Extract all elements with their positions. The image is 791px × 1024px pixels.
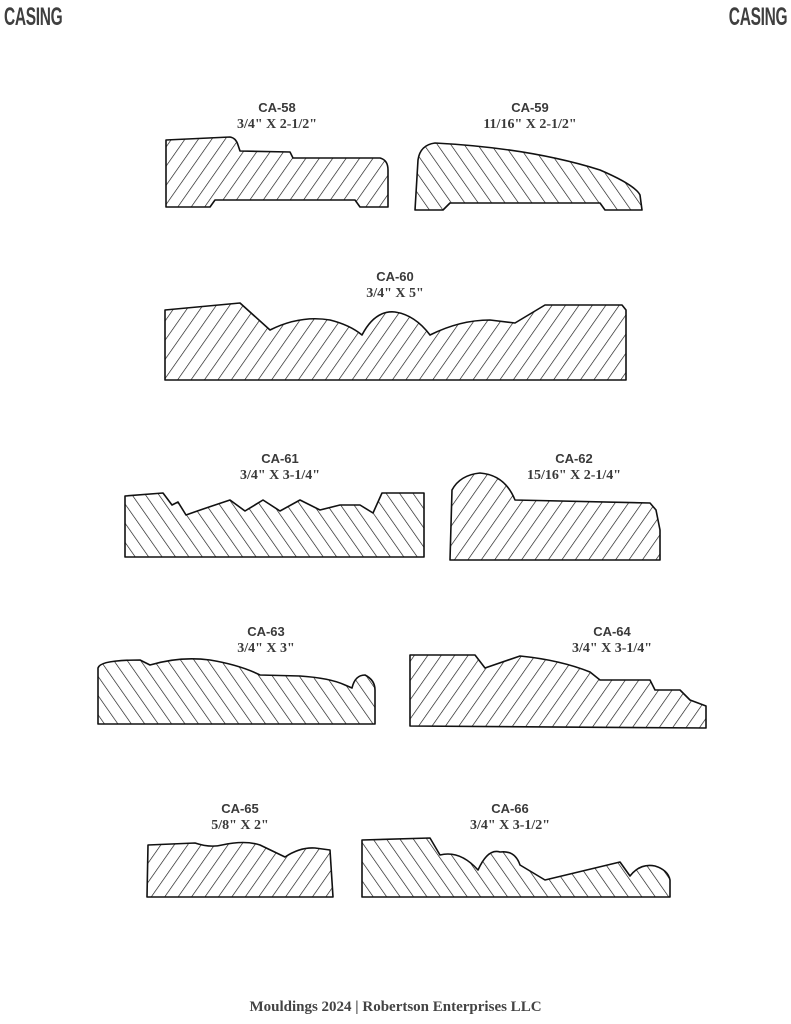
profile-ca-64-drawing (409, 654, 707, 729)
profile-ca-63-label: CA-63 3/4" X 3" (146, 623, 386, 658)
profile-ca-66-label: CA-66 3/4" X 3-1/2" (390, 800, 630, 835)
profile-size: 15/16" X 2-1/4" (526, 468, 622, 483)
profile-code: CA-66 (491, 801, 529, 816)
profile-size: 3/4" X 2-1/2" (236, 117, 318, 132)
section-title-right: CASING (728, 3, 788, 31)
profile-code: CA-64 (593, 624, 631, 639)
profile-size: 3/4" X 3-1/4" (571, 641, 653, 656)
profile-ca-61-drawing (124, 492, 425, 558)
profile-code: CA-60 (376, 269, 414, 284)
profile-ca-63-drawing (97, 658, 376, 725)
profile-ca-66-drawing (361, 837, 671, 898)
profile-ca-58-label: CA-58 3/4" X 2-1/2" (157, 99, 397, 134)
profile-code: CA-58 (258, 100, 296, 115)
profile-code: CA-63 (247, 624, 285, 639)
profile-code: CA-61 (261, 451, 299, 466)
profile-size: 3/4" X 3-1/4" (239, 468, 321, 483)
profile-ca-64-label: CA-64 3/4" X 3-1/4" (492, 623, 732, 658)
profile-size: 3/4" X 5" (366, 286, 424, 301)
profile-ca-59-label: CA-59 11/16" X 2-1/2" (410, 99, 650, 134)
profile-code: CA-59 (511, 100, 549, 115)
profile-ca-65-drawing (146, 841, 334, 898)
page-footer: Mouldings 2024 | Robertson Enterprises L… (249, 999, 542, 1015)
profile-ca-62-drawing (449, 472, 661, 561)
profile-code: CA-65 (221, 801, 259, 816)
profile-size: 3/4" X 3-1/2" (469, 818, 551, 833)
profile-size: 5/8" X 2" (211, 818, 269, 833)
profile-ca-61-label: CA-61 3/4" X 3-1/4" (160, 450, 400, 485)
profile-ca-58-drawing (165, 136, 389, 208)
section-title-left: CASING (4, 3, 63, 31)
profile-ca-59-drawing (414, 142, 643, 211)
profile-ca-65-label: CA-65 5/8" X 2" (120, 800, 360, 835)
profile-ca-60-drawing (164, 302, 627, 381)
profile-size: 3/4" X 3" (237, 641, 295, 656)
profile-code: CA-62 (555, 451, 593, 466)
profile-size: 11/16" X 2-1/2" (483, 117, 577, 132)
profile-ca-62-label: CA-62 15/16" X 2-1/4" (454, 450, 694, 485)
profile-ca-60-label: CA-60 3/4" X 5" (275, 268, 515, 303)
